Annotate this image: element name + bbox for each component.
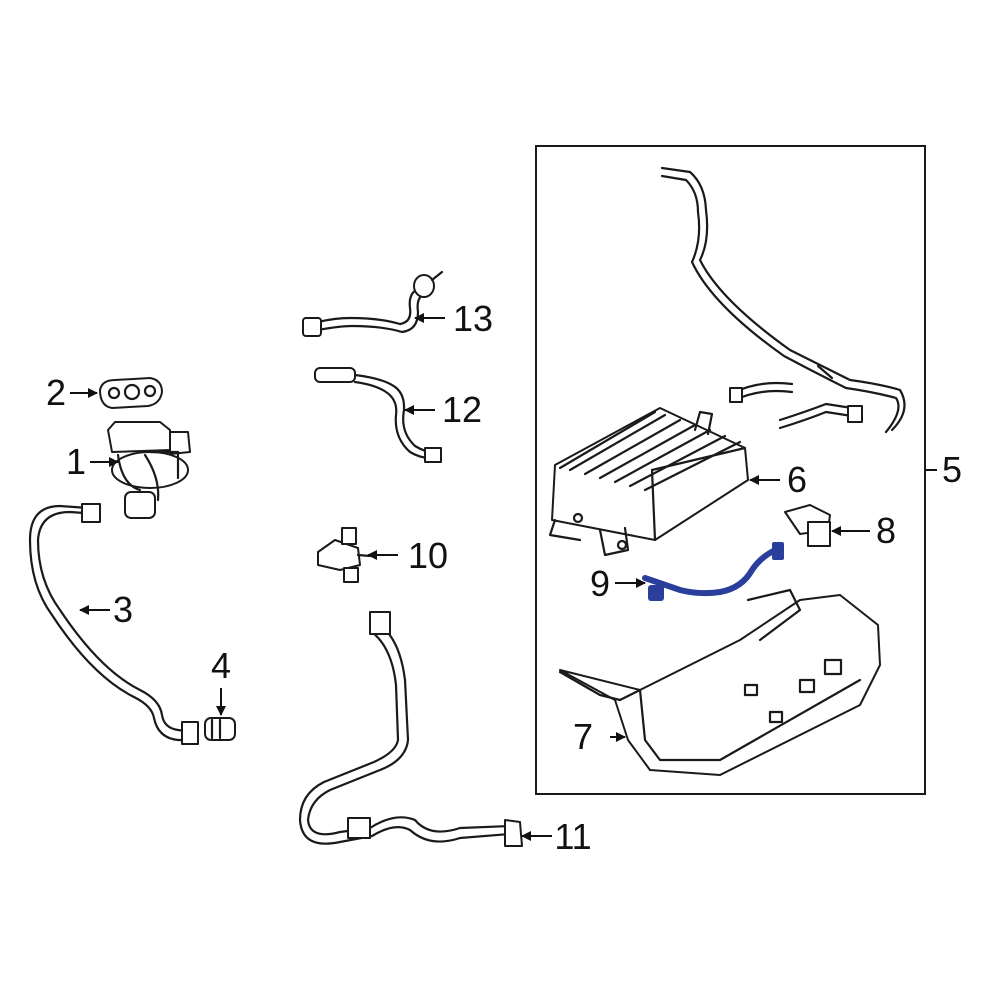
callout-1: 1 [66,441,86,482]
callout-9: 9 [590,563,610,604]
sensor-part-13[interactable] [302,270,444,337]
leader-arrows [70,313,870,841]
valve-part-1[interactable] [107,421,191,519]
hose-part-11[interactable] [298,611,523,847]
callout-3: 3 [113,589,133,630]
plug-part-4[interactable] [204,717,236,741]
hose-part-3[interactable] [28,503,199,745]
callout-13: 13 [453,298,493,339]
sensor-part-12[interactable] [314,367,442,463]
highlighted-hose-part-9[interactable] [642,542,784,601]
callout-10: 10 [408,535,448,576]
gasket-part-2[interactable] [99,377,163,409]
callout-6: 6 [787,459,807,500]
connector-lines-part-5[interactable] [729,381,863,430]
callout-12: 12 [442,389,482,430]
callout-7: 7 [573,716,593,757]
vent-tube-part-5[interactable] [660,166,906,434]
sensor-part-8[interactable] [784,504,831,547]
callout-8: 8 [876,510,896,551]
valve-part-10[interactable] [317,527,372,583]
canister-part-6[interactable] [548,407,749,557]
shield-part-7[interactable] [558,588,881,776]
callout-4: 4 [211,645,231,686]
callout-5: 5 [942,449,962,490]
callout-11: 11 [554,816,591,857]
callout-2: 2 [46,372,66,413]
